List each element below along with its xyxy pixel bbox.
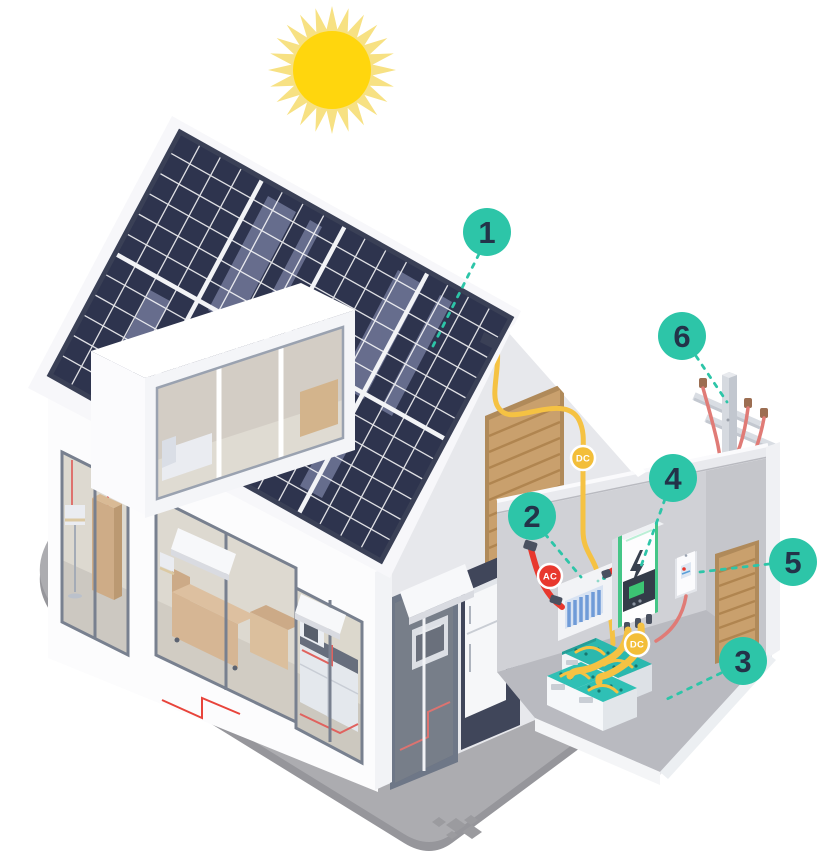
callout-5-number: 5: [784, 545, 801, 580]
sun-core: [293, 31, 371, 109]
wardrobe: [92, 494, 122, 600]
grid-cable-indoor: [654, 594, 688, 643]
awning-garage: [400, 564, 474, 625]
roof: [28, 116, 646, 578]
awning-kitchen: [295, 594, 346, 640]
callout-4-leader: [638, 497, 667, 571]
platform-logo-mark: [432, 815, 482, 839]
callout-leaders: [431, 252, 771, 703]
dc-badge-2-label: DC: [630, 640, 644, 651]
callout-1-number: 1: [478, 215, 495, 250]
dormer-glass: [155, 325, 345, 501]
callout-3[interactable]: 3: [719, 637, 767, 685]
awning-living: [171, 528, 236, 581]
sofa: [172, 568, 304, 671]
side-door: [715, 540, 759, 664]
callout-1[interactable]: 1: [463, 208, 511, 256]
inverter: [612, 521, 664, 632]
callout-2[interactable]: 2: [508, 492, 556, 540]
dormer-window: [91, 283, 355, 518]
callout-4-number: 4: [664, 461, 682, 496]
bed: [162, 433, 212, 481]
panel-junction-box: [480, 332, 500, 350]
window-hallway: [60, 449, 130, 658]
callout-3-leader: [661, 671, 723, 703]
callout-4[interactable]: 4: [649, 454, 697, 502]
breaker-box: [558, 563, 620, 641]
callout-3-number: 3: [734, 644, 751, 679]
utility-roof-slab: [497, 444, 768, 514]
sun-icon: [268, 6, 396, 134]
callout-6-number: 6: [673, 319, 690, 354]
callout-2-number: 2: [523, 499, 540, 534]
table-lamp: [159, 552, 175, 576]
ac-badge-label: AC: [543, 572, 557, 583]
callout-2-leader: [543, 532, 583, 579]
callout-6-leader: [694, 354, 729, 404]
energy-meter: [675, 551, 697, 599]
callout-5[interactable]: 5: [769, 538, 817, 586]
floor-lamp: [65, 505, 85, 599]
pole-insulators: [699, 378, 768, 418]
desk: [300, 379, 338, 437]
callout-6[interactable]: 6: [658, 312, 706, 360]
patio-door: [390, 569, 458, 790]
dc-badge-1: DC: [569, 444, 597, 472]
meter-screen: [681, 562, 691, 579]
dc-badge-1-label: DC: [576, 454, 590, 465]
lightning-bolt-icon: [630, 550, 644, 587]
ac-badge: AC: [536, 562, 564, 590]
dc-badge-2: DC: [623, 630, 651, 658]
callout-5-leader: [698, 562, 771, 574]
